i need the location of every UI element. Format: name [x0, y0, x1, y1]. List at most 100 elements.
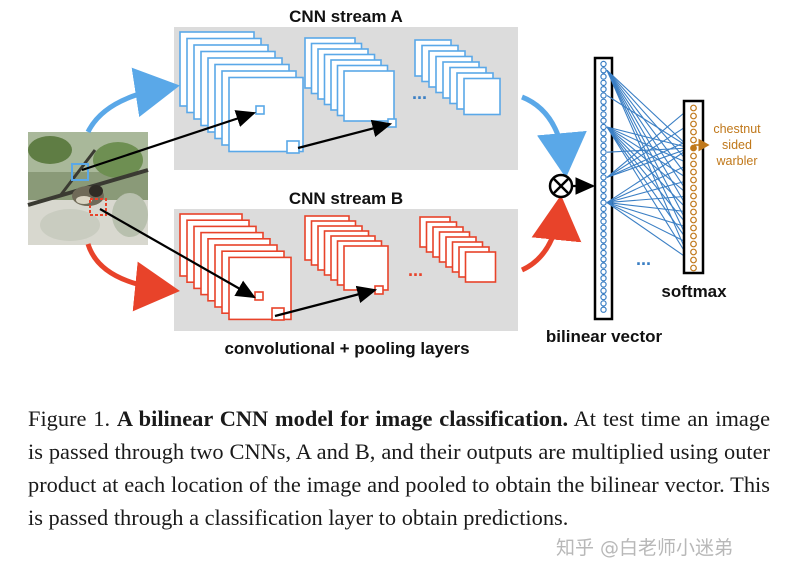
- figure-caption: Figure 1. A bilinear CNN model for image…: [28, 402, 770, 534]
- stream-a-patch: [286, 140, 300, 154]
- weight-connection: [606, 202, 691, 229]
- patch-a: [71, 163, 89, 181]
- vector-node: [600, 167, 607, 175]
- arrow-to-stream-b: [85, 243, 180, 312]
- vector-node: [600, 85, 607, 93]
- softmax-node: [690, 192, 697, 200]
- input-image: [27, 132, 149, 245]
- vector-node: [600, 79, 607, 87]
- softmax-ellipsis: ...: [636, 249, 651, 269]
- vector-node: [600, 104, 607, 112]
- vector-node: [600, 243, 607, 250]
- vector-node: [600, 281, 607, 288]
- weight-connection: [606, 126, 691, 261]
- softmax-node: [690, 152, 697, 160]
- class-label-line-1: chestnut: [713, 122, 761, 136]
- softmax-node: [690, 112, 697, 120]
- softmax-node: [690, 136, 697, 144]
- watermark: 知乎 @白老师小迷弟: [556, 537, 734, 559]
- stream-b-layer: [343, 245, 389, 291]
- weight-connection: [606, 202, 691, 213]
- vector-node: [600, 218, 607, 225]
- softmax-nodes: [690, 104, 697, 272]
- softmax-node: [690, 208, 697, 216]
- softmax-node: [690, 200, 697, 208]
- softmax-label: softmax: [661, 282, 727, 301]
- vector-node: [600, 142, 607, 150]
- vector-node: [600, 161, 607, 168]
- vector-node: [600, 180, 607, 187]
- vector-node: [600, 275, 607, 282]
- vector-node: [600, 306, 607, 313]
- stream-b-ellipsis: ...: [408, 260, 423, 280]
- weight-connection: [606, 107, 691, 178]
- stream-b-layer: [464, 251, 497, 283]
- vector-node: [600, 249, 607, 257]
- weight-connection: [606, 179, 691, 204]
- weight-connection: [606, 126, 691, 197]
- patch-b: [89, 198, 107, 216]
- weight-connection: [606, 202, 691, 245]
- stream-a-patch: [255, 105, 265, 115]
- softmax-node: [690, 216, 697, 224]
- weight-connection: [606, 147, 691, 178]
- vector-node: [600, 155, 607, 162]
- weight-connection: [606, 70, 691, 261]
- weight-connection: [606, 195, 691, 204]
- softmax-node: [690, 224, 697, 232]
- outer-product-operator: [548, 173, 574, 199]
- weight-connection: [606, 95, 691, 149]
- arrow-a-to-product: [521, 94, 587, 178]
- softmax-node: [690, 176, 697, 184]
- vector-node: [600, 199, 607, 206]
- vector-node: [600, 300, 607, 307]
- stream-a-layer: [463, 77, 501, 116]
- vector-node: [600, 60, 607, 68]
- vector-node: [600, 136, 607, 143]
- weight-connection: [606, 126, 691, 245]
- softmax-node: [690, 256, 697, 264]
- stream-a-layer: [343, 70, 395, 122]
- weight-connection: [606, 69, 691, 197]
- vector-node: [600, 211, 607, 219]
- weight-connection: [606, 202, 691, 261]
- vector-node: [600, 256, 607, 263]
- receptive-field-arrows: [81, 110, 393, 318]
- layers-label: convolutional + pooling layers: [224, 339, 469, 358]
- weight-connection: [606, 123, 691, 178]
- vector-node: [600, 130, 607, 137]
- stream-a-title: CNN stream A: [289, 7, 403, 26]
- weight-connection: [606, 126, 691, 165]
- bilinear-vector-label: bilinear vector: [546, 327, 663, 346]
- vector-node: [600, 92, 607, 99]
- weight-connection: [606, 126, 691, 229]
- weight-connection: [606, 163, 691, 204]
- vector-node: [600, 268, 607, 276]
- softmax-node: [690, 160, 697, 168]
- softmax-node: [690, 168, 697, 176]
- softmax-node: [690, 232, 697, 240]
- class-label-line-3: warbler: [716, 154, 758, 168]
- bilinear-cnn-diagram: CNN stream A CNN stream B ... ...: [27, 7, 761, 358]
- arrow-b-to-product: [520, 195, 582, 273]
- vector-node: [600, 205, 607, 213]
- caption-body: At test time an image is passed through …: [28, 406, 771, 530]
- vector-node: [600, 111, 607, 118]
- softmax-node: [690, 240, 697, 248]
- stream-b-feature-maps: [179, 213, 497, 321]
- weight-connection: [606, 70, 691, 245]
- vector-node: [600, 123, 607, 131]
- stream-a-ellipsis: ...: [412, 83, 427, 103]
- softmax-node: [690, 104, 697, 112]
- softmax-node: [690, 264, 697, 272]
- weight-connection: [606, 126, 691, 181]
- vector-node: [600, 262, 607, 269]
- bilinear-vector-nodes: [600, 60, 607, 313]
- vector-node: [600, 73, 607, 80]
- stream-a-feature-maps: [179, 31, 501, 154]
- weight-connection: [606, 70, 691, 229]
- caption-title: A bilinear CNN model for image classific…: [116, 406, 569, 431]
- weight-connection: [606, 126, 691, 149]
- vector-node: [600, 117, 607, 124]
- weight-connection: [606, 139, 691, 178]
